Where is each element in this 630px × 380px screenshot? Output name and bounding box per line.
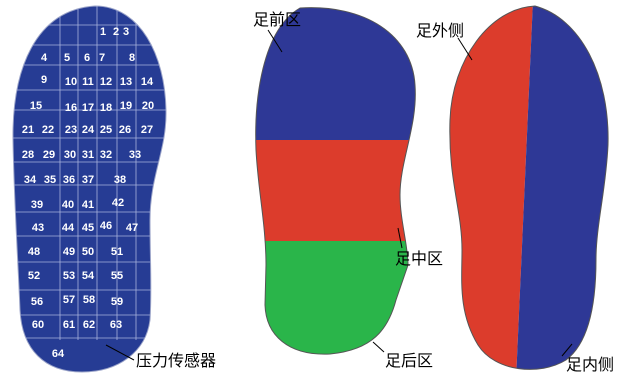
rearfoot-leader [372, 341, 385, 353]
label-lateral: 足外侧 [416, 21, 464, 40]
sensor-number-7: 7 [99, 52, 105, 64]
side-insole-outline [449, 5, 609, 370]
sensor-number-62: 62 [83, 319, 95, 331]
sensor-insole-outline [12, 5, 167, 373]
sensor-number-63: 63 [110, 319, 122, 331]
sensor-number-16: 16 [65, 102, 77, 114]
sensor-number-14: 14 [141, 76, 154, 88]
sensor-number-18: 18 [100, 102, 112, 114]
sensor-number-43: 43 [32, 222, 44, 234]
sensor-number-54: 54 [82, 270, 95, 282]
sensor-number-20: 20 [142, 100, 154, 112]
sensor-number-41: 41 [82, 199, 94, 211]
region-insole-outline [255, 7, 416, 355]
sensor-number-48: 48 [28, 246, 40, 258]
sensor-number-25: 25 [100, 124, 112, 136]
sensor-number-46: 46 [100, 220, 112, 232]
sensor-number-40: 40 [62, 199, 74, 211]
sensor-number-45: 45 [82, 222, 94, 234]
pressure-sensor-leader [105, 344, 135, 361]
sensor-number-13: 13 [120, 76, 132, 88]
sensor-number-59: 59 [111, 296, 123, 308]
sensor-number-11: 11 [82, 76, 94, 88]
sensor-number-5: 5 [64, 52, 70, 64]
sensor-number-60: 60 [32, 319, 44, 331]
sensor-number-4: 4 [41, 52, 48, 64]
sensor-number-26: 26 [119, 124, 131, 136]
side-insole [449, 6, 609, 370]
label-midfoot: 足中区 [395, 249, 443, 268]
medial-region [516, 6, 609, 370]
sensor-number-29: 29 [43, 149, 55, 161]
sensor-number-32: 32 [100, 149, 112, 161]
sensor-number-42: 42 [112, 197, 124, 209]
sensor-number-44: 44 [62, 222, 75, 234]
sensor-number-38: 38 [114, 174, 126, 186]
sensor-number-22: 22 [42, 124, 54, 136]
sensor-number-58: 58 [83, 294, 95, 306]
sensor-number-37: 37 [82, 174, 94, 186]
sensor-number-35: 35 [44, 174, 56, 186]
sensor-grid [12, 6, 167, 340]
sensor-number-23: 23 [65, 124, 77, 136]
region-insole [255, 7, 416, 355]
medial-leader [561, 343, 573, 357]
label-medial: 足内侧 [566, 355, 614, 374]
sensor-number-36: 36 [63, 174, 75, 186]
sensor-number-9: 9 [41, 74, 47, 86]
sensor-number-53: 53 [63, 270, 75, 282]
sensor-number-47: 47 [126, 222, 138, 234]
label-pressure-sensor: 压力传感器 [136, 351, 216, 370]
lateral-leader [457, 37, 473, 61]
sensor-number-10: 10 [65, 76, 77, 88]
lateral-region [449, 6, 533, 370]
sensor-number-2: 2 [113, 26, 119, 38]
midfoot-region [255, 140, 416, 241]
sensor-number-6: 6 [84, 52, 90, 64]
midfoot-leader [397, 227, 403, 249]
sensor-number-3: 3 [123, 26, 129, 38]
sensor-number-50: 50 [82, 246, 94, 258]
forefoot-leader [267, 29, 283, 53]
sensor-number-56: 56 [31, 296, 43, 308]
sensor-number-64: 64 [52, 348, 65, 360]
sensor-number-15: 15 [30, 100, 42, 112]
sensor-number-12: 12 [100, 76, 112, 88]
sensor-number-31: 31 [82, 149, 94, 161]
sensor-number-55: 55 [111, 270, 123, 282]
sensor-number-49: 49 [63, 246, 75, 258]
label-rearfoot: 足后区 [385, 351, 433, 370]
sensor-number-21: 21 [22, 124, 34, 136]
sensor-number-27: 27 [141, 124, 153, 136]
sensor-number-57: 57 [63, 294, 75, 306]
sensor-number-30: 30 [64, 149, 76, 161]
sensor-number-51: 51 [111, 246, 123, 258]
sensor-number-24: 24 [82, 124, 95, 136]
sensor-number-28: 28 [22, 149, 34, 161]
sensor-number-17: 17 [82, 102, 94, 114]
sensor-number-19: 19 [120, 100, 132, 112]
sensor-number-52: 52 [28, 270, 40, 282]
sensor-number-1: 1 [100, 26, 106, 38]
label-forefoot: 足前区 [253, 10, 301, 29]
sensor-number-34: 34 [24, 174, 37, 186]
sensor-insole [12, 5, 167, 373]
sensor-number-39: 39 [31, 199, 43, 211]
sensor-number-33: 33 [129, 149, 141, 161]
sensor-number-8: 8 [129, 52, 135, 64]
sensor-number-61: 61 [63, 319, 75, 331]
